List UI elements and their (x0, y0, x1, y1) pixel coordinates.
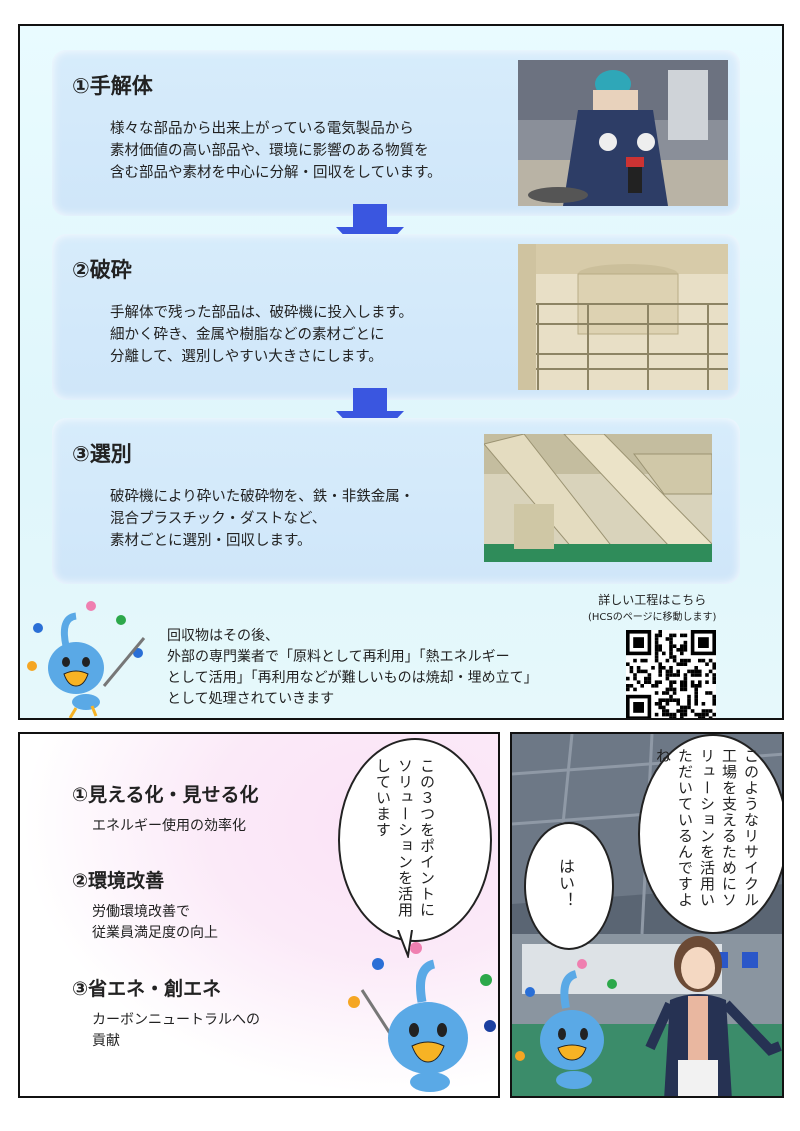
desc-line: 分離して、選別しやすい大きさにします。 (110, 349, 383, 365)
qr-caption-sub: (HCSのページに移動します) (588, 612, 717, 623)
crusher-photo (518, 244, 728, 390)
desc-line: カーボンニュートラルへの (92, 1012, 260, 1028)
bubble-text: この３つをポイントにソリューションを活用しています (374, 758, 436, 918)
step-title: ③選別 (72, 442, 132, 466)
step-title: ①手解体 (72, 74, 153, 98)
step-description: 破砕機により砕いた破砕物を、鉄・非鉄金属・ 混合プラスチック・ダストなど、 素材… (110, 486, 480, 552)
desc-line: 従業員満足度の向上 (92, 925, 218, 941)
mascot-speech-text: はい！ (556, 858, 575, 909)
speech-bubble (338, 738, 492, 942)
qr-caption-title: 詳しい工程はこちら (598, 593, 707, 607)
mascot-illustration (515, 959, 617, 1089)
qr-code[interactable] (626, 630, 716, 718)
desc-line: エネルギー使用の効率化 (92, 818, 246, 834)
desc-line: 素材ごとに選別・回収します。 (110, 533, 312, 549)
speech-bubble-woman (638, 734, 782, 934)
solutions-panel: ①見える化・見せる化 エネルギー使用の効率化 ②環境改善 労働環境改善で 従業員… (18, 732, 500, 1098)
step-description: 様々な部品から出来上がっている電気製品から 素材価値の高い部品や、環境に影響のあ… (110, 118, 480, 184)
qr-caption: 詳しい工程はこちら (HCSのページに移動します) (588, 592, 716, 626)
step-card-sorting: ③選別 破砕機により砕いた破砕物を、鉄・非鉄金属・ 混合プラスチック・ダストなど… (52, 418, 740, 584)
process-panel: ①手解体 様々な部品から出来上がっている電気製品から 素材価値の高い部品や、環境… (18, 24, 784, 720)
outro-line: として処理されていきます (167, 691, 335, 707)
solution-title: ③省エネ・創エネ (72, 978, 222, 1000)
desc-line: 労働環境改善で (92, 904, 190, 920)
desc-line: 混合プラスチック・ダストなど、 (110, 511, 327, 527)
desc-line: 様々な部品から出来上がっている電気製品から (110, 121, 414, 137)
mascot-illustration (348, 942, 496, 1092)
solution-desc: カーボンニュートラルへの 貢献 (92, 1010, 260, 1052)
solution-desc: エネルギー使用の効率化 (92, 816, 246, 837)
dialogue-panel: このようなリサイクル工場を支えるためにソリューションを活用いただいているんですよ… (510, 732, 784, 1098)
desc-line: 素材価値の高い部品や、環境に影響のある物質を (110, 143, 429, 159)
outro-line: 外部の専門業者で「原料として再利用」「熱エネルギー (167, 649, 510, 665)
outro-line: 回収物はその後、 (167, 628, 279, 644)
solution-desc: 労働環境改善で 従業員満足度の向上 (92, 902, 218, 944)
speech-bubble-mascot (524, 822, 614, 950)
desc-line: 貢献 (92, 1033, 120, 1049)
desc-line: 含む部品や素材を中心に分解・回収をしています。 (110, 165, 442, 181)
outro-text: 回収物はその後、 外部の専門業者で「原料として再利用」「熱エネルギー として活用… (167, 626, 538, 710)
sorting-photo (484, 434, 712, 562)
solution-title: ①見える化・見せる化 (72, 784, 259, 806)
disassembly-photo (518, 60, 728, 206)
outro-line: として活用」「再利用などが難しいものは焼却・埋め立て」 (167, 670, 538, 686)
step-card-disassembly: ①手解体 様々な部品から出来上がっている電気製品から 素材価値の高い部品や、環境… (52, 50, 740, 216)
mascot-illustration (27, 601, 146, 718)
desc-line: 細かく砕き、金属や樹脂などの素材ごとに (110, 327, 385, 343)
step-title: ②破砕 (72, 258, 132, 282)
step-description: 手解体で残った部品は、破砕機に投入します。 細かく砕き、金属や樹脂などの素材ごと… (110, 302, 480, 368)
woman-speech-text: このようなリサイクル工場を支えるためにソリューションを活用いただいているんですよ… (654, 748, 760, 908)
solution-title: ②環境改善 (72, 870, 165, 892)
bubble-tail (397, 930, 413, 958)
step-card-crushing: ②破砕 手解体で残った部品は、破砕機に投入します。 細かく砕き、金属や樹脂などの… (52, 234, 740, 400)
woman-illustration (645, 936, 782, 1096)
desc-line: 破砕機により砕いた破砕物を、鉄・非鉄金属・ (110, 489, 415, 505)
desc-line: 手解体で残った部品は、破砕機に投入します。 (110, 305, 414, 321)
